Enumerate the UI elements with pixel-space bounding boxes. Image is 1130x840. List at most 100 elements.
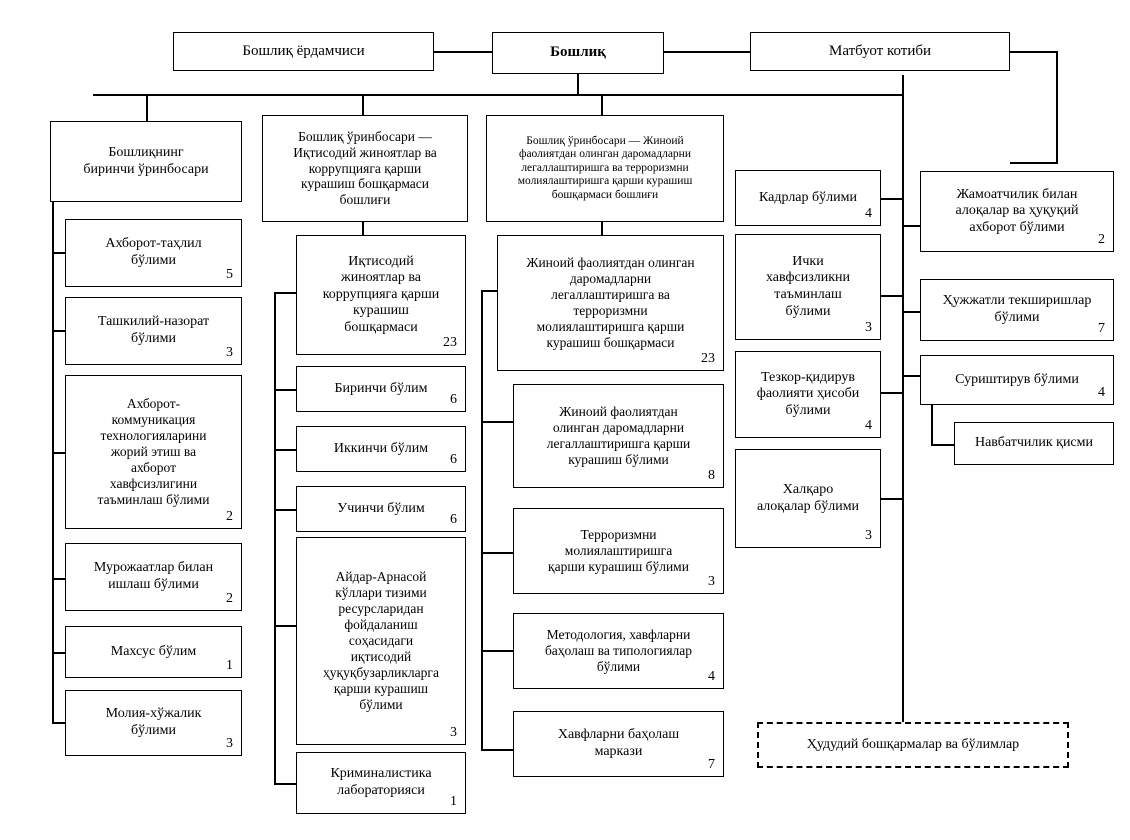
node-label: Иккинчи бўлим xyxy=(333,440,429,456)
node-label: Бошлиқ ўринбосари —Иқтисодий жиноятлар в… xyxy=(293,128,437,208)
connector-chief-down xyxy=(577,74,579,95)
connector-col2-head-drop xyxy=(362,222,364,235)
connector-bus-to-col1 xyxy=(146,94,148,121)
node-chief[interactable]: Бошлиқ xyxy=(492,32,664,74)
node-third-section[interactable]: Учинчи бўлим 6 xyxy=(296,486,466,532)
node-first-section[interactable]: Биринчи бўлим 6 xyxy=(296,366,466,412)
connector-chief-press xyxy=(664,51,750,53)
node-count: 3 xyxy=(865,320,872,335)
connector-right-outer-to-col5 xyxy=(1010,162,1058,164)
node-count: 23 xyxy=(701,351,715,366)
node-label: Учинчи бўлим xyxy=(337,500,425,516)
node-count: 7 xyxy=(708,757,715,772)
node-count: 4 xyxy=(1098,385,1105,400)
node-duty-unit[interactable]: Навбатчилик қисми xyxy=(954,422,1114,465)
connector-chief-assistant xyxy=(434,51,494,53)
connector-bus-to-col2 xyxy=(362,94,364,115)
node-label: Бошлиқ ёрдамчиси xyxy=(242,42,365,59)
connector-right-outer-spine xyxy=(1056,51,1058,163)
node-count: 6 xyxy=(450,452,457,467)
node-label: Бошлиқ xyxy=(550,44,606,61)
node-second-section[interactable]: Иккинчи бўлим 6 xyxy=(296,426,466,472)
node-label: Кадрлар бўлими xyxy=(759,189,857,205)
node-count: 2 xyxy=(1098,232,1105,247)
connector-inquiry-to-duty xyxy=(931,398,933,445)
node-count: 3 xyxy=(865,528,872,543)
connector-col4-stub-3 xyxy=(881,498,903,500)
node-press-secretary[interactable]: Матбуот котиби xyxy=(750,32,1010,71)
connector-col2-stub-4 xyxy=(274,625,296,627)
node-deputy-econ-corruption[interactable]: Бошлиқ ўринбосари —Иқтисодий жиноятлар в… xyxy=(262,115,468,222)
connector-col5-stub-2 xyxy=(902,375,921,377)
connector-col3-stub-3 xyxy=(481,650,513,652)
node-count: 8 xyxy=(708,468,715,483)
connector-col3-stub-1 xyxy=(481,421,513,423)
node-count: 1 xyxy=(226,658,233,673)
connector-col1-stub-1 xyxy=(52,330,66,332)
connector-col3-stub-2 xyxy=(481,552,513,554)
connector-col3-head-drop xyxy=(601,222,603,235)
node-count: 5 xyxy=(226,267,233,282)
node-count: 2 xyxy=(226,509,233,524)
node-inquiry-dept[interactable]: Суриштирув бўлими 4 xyxy=(920,355,1114,405)
connector-col2-stub-5 xyxy=(274,783,296,785)
node-count: 7 xyxy=(1098,321,1105,336)
node-count: 1 xyxy=(450,794,457,809)
node-deputy-assistant[interactable]: Бошлиқ ёрдамчиси xyxy=(173,32,434,71)
node-label: Биринчи бўлим xyxy=(334,380,428,396)
node-regional-depts[interactable]: Ҳудудий бошқармалар ва бўлимлар xyxy=(757,722,1069,768)
connector-col2-spine xyxy=(274,292,276,784)
node-hr-dept[interactable]: Кадрлар бўлими 4 xyxy=(735,170,881,226)
node-count: 6 xyxy=(450,512,457,527)
node-label: Матбуот котиби xyxy=(828,42,932,59)
node-count: 2 xyxy=(226,591,233,606)
node-count: 3 xyxy=(708,574,715,589)
connector-right-spine xyxy=(902,75,904,723)
connector-press-right xyxy=(1010,51,1058,53)
connector-col5-stub-0 xyxy=(902,225,921,227)
node-label: Суриштирув бўлими xyxy=(955,371,1079,387)
node-special-dept[interactable]: Махсус бўлим 1 xyxy=(65,626,242,678)
node-count: 23 xyxy=(443,335,457,350)
connector-col1-spine xyxy=(52,202,54,723)
node-count: 6 xyxy=(450,392,457,407)
connector-col3-stub-4 xyxy=(481,749,513,751)
